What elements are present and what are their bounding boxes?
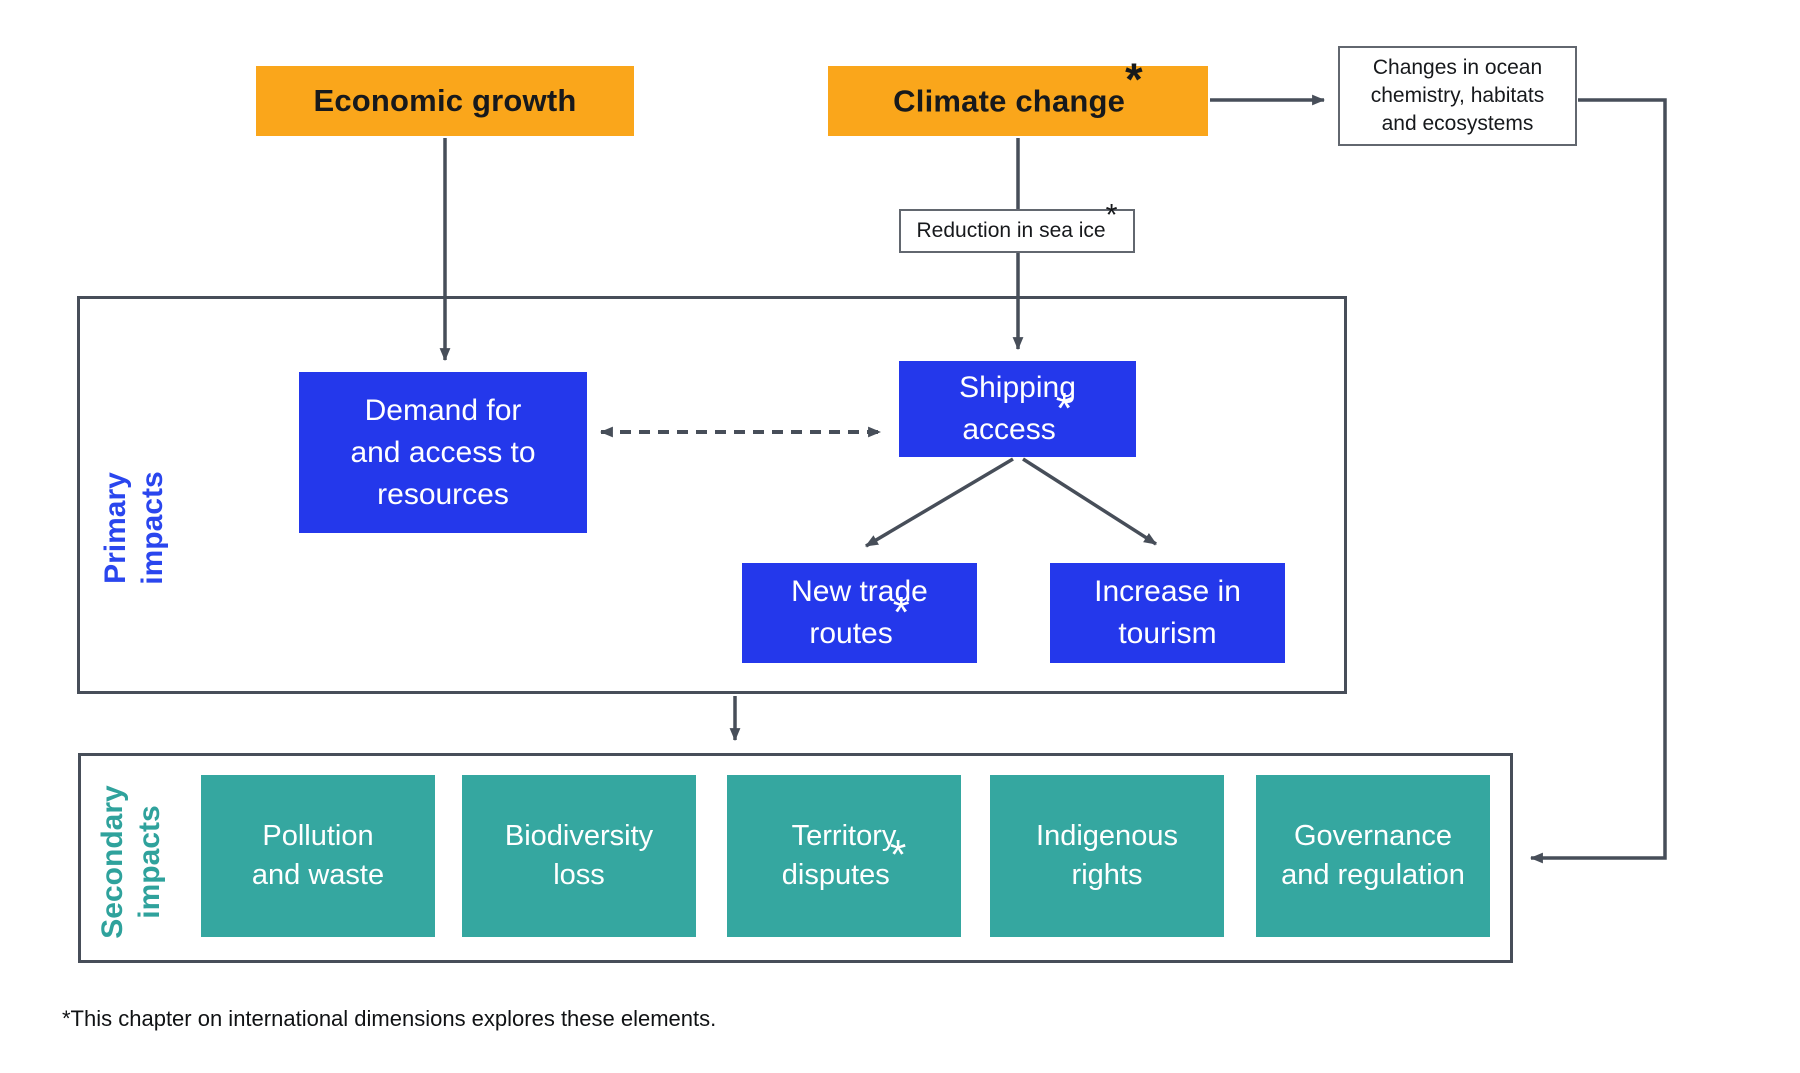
arrow-ocean-changes-to-secondary <box>1529 98 1667 864</box>
shipping-access-box: Shipping access* <box>899 361 1136 457</box>
governance-regulation-box: Governance and regulation <box>1256 775 1490 937</box>
demand-resources-box: Demand for and access to resources <box>299 372 587 533</box>
demand-resources-label: Demand for and access to resources <box>350 393 536 511</box>
footnote: *This chapter on international dimension… <box>62 1006 717 1031</box>
climate-change-box: Climate change* <box>828 57 1208 136</box>
indigenous-rights-label: Indigenous rights <box>1036 819 1178 891</box>
sea-ice-label: Reduction in sea ice <box>916 219 1106 243</box>
territory-disputes-box: Territory disputes* <box>727 775 961 937</box>
secondary-impacts-section-label: Secondary impacts <box>95 785 167 939</box>
primary-impacts-section <box>77 296 1347 694</box>
sea-ice-box: Reduction in sea ice* <box>899 200 1135 253</box>
ocean-changes-box: Changes in ocean chemistry, habitats and… <box>1338 46 1577 146</box>
pollution-waste-label: Pollution and waste <box>251 819 385 891</box>
economic-growth-box: Economic growth <box>256 66 634 136</box>
arrow-shipping-to-tourism <box>1022 457 1157 546</box>
new-trade-routes-label: New trade routes <box>791 575 928 650</box>
tourism-label: Increase in tourism <box>1094 575 1241 650</box>
biodiversity-loss-label: Biodiversity loss <box>504 819 654 891</box>
territory-disputes-label: Territory disputes <box>781 819 897 891</box>
tourism-box: Increase in tourism <box>1050 563 1285 663</box>
new-trade-routes-box: New trade routes* <box>742 563 977 663</box>
climate-change-label: Climate change <box>893 83 1126 119</box>
secondary-impacts-section <box>78 753 1513 963</box>
governance-regulation-label: Governance and regulation <box>1281 819 1465 891</box>
economic-growth-label: Economic growth <box>313 83 577 118</box>
shipping-access-label: Shipping access <box>959 371 1076 446</box>
ocean-changes-label: Changes in ocean chemistry, habitats and… <box>1370 56 1545 135</box>
arrow-shipping-to-new-trade <box>865 457 1014 548</box>
biodiversity-loss-box: Biodiversity loss <box>462 775 696 937</box>
indigenous-rights-box: Indigenous rights <box>990 775 1224 937</box>
pollution-waste-box: Pollution and waste <box>201 775 435 937</box>
primary-impacts-section-label: Primary impacts <box>98 471 170 585</box>
